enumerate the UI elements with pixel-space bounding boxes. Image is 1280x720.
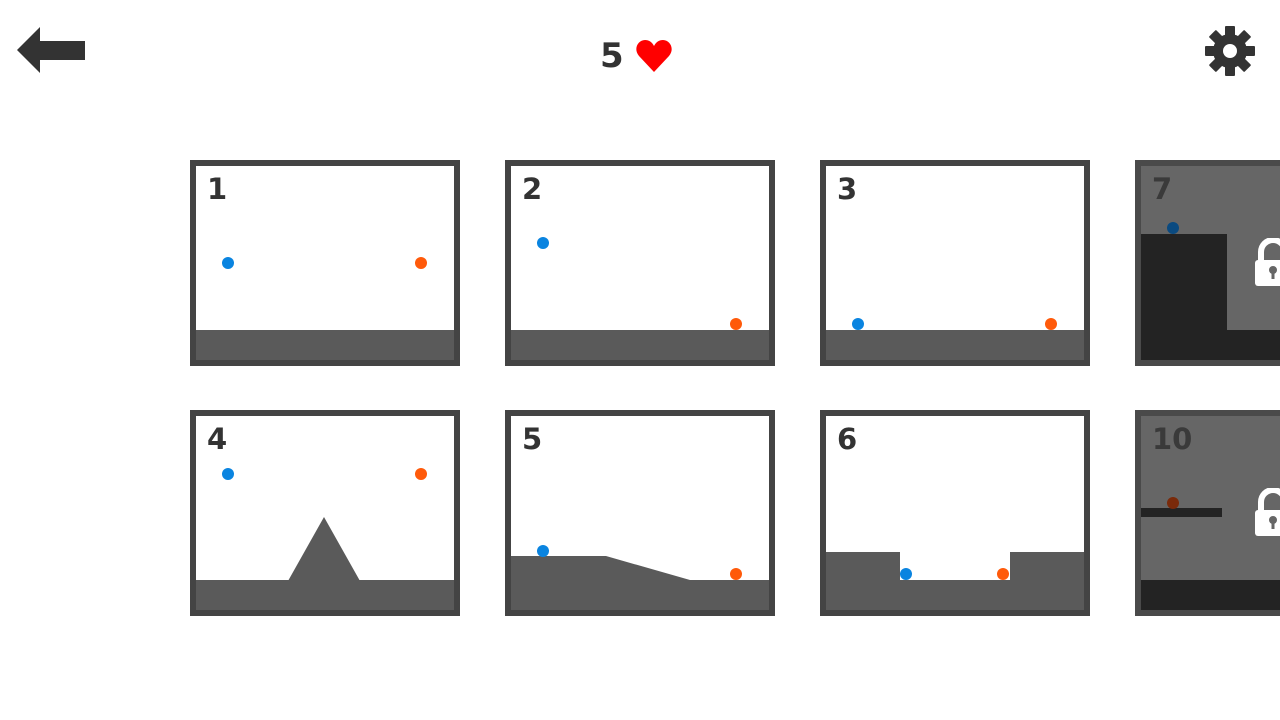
level-number: 6 (837, 422, 858, 456)
level-number: 10 (1152, 422, 1193, 456)
level-number: 1 (207, 172, 228, 206)
ground (511, 330, 769, 360)
level-number: 5 (522, 422, 543, 456)
ground (196, 330, 454, 360)
level-card-2[interactable]: 2 (505, 160, 775, 366)
blue-ball (222, 257, 234, 269)
blue-ball (900, 568, 912, 580)
lock-icon (1255, 488, 1280, 536)
level-card-6[interactable]: 6 (820, 410, 1090, 616)
gear-icon (1205, 26, 1255, 76)
block (1141, 234, 1227, 334)
level-card-1[interactable]: 1 (190, 160, 460, 366)
lives-count: 5 (600, 36, 624, 76)
ground (1141, 330, 1280, 360)
orange-ball (730, 318, 742, 330)
spike (288, 517, 360, 581)
lives-counter: 5 (600, 34, 700, 78)
orange-ball (997, 568, 1009, 580)
ground (1141, 580, 1280, 610)
level-card-7-locked[interactable]: 7 (1135, 160, 1280, 366)
level-card-3[interactable]: 3 (820, 160, 1090, 366)
level-number: 4 (207, 422, 228, 456)
level-card-5[interactable]: 5 (505, 410, 775, 616)
level-card-4[interactable]: 4 (190, 410, 460, 616)
ground (196, 580, 454, 610)
level-number: 7 (1152, 172, 1173, 206)
orange-ball (415, 257, 427, 269)
blue-ball (852, 318, 864, 330)
blue-ball (222, 468, 234, 480)
level-card-10-locked[interactable]: 10 (1135, 410, 1280, 616)
ground (511, 556, 769, 610)
blue-ball (537, 545, 549, 557)
ground (826, 552, 1084, 610)
settings-button[interactable] (1204, 25, 1256, 77)
platform (1141, 508, 1222, 517)
level-number: 3 (837, 172, 858, 206)
blue-ball (1167, 222, 1179, 234)
arrow-left-icon (17, 27, 85, 73)
orange-ball (730, 568, 742, 580)
orange-ball (1167, 497, 1179, 509)
blue-ball (537, 237, 549, 249)
orange-ball (415, 468, 427, 480)
back-arrow-button[interactable] (16, 26, 86, 76)
ground (826, 330, 1084, 360)
lock-icon (1255, 238, 1280, 286)
heart-icon (635, 40, 672, 72)
level-number: 2 (522, 172, 543, 206)
orange-ball (1045, 318, 1057, 330)
